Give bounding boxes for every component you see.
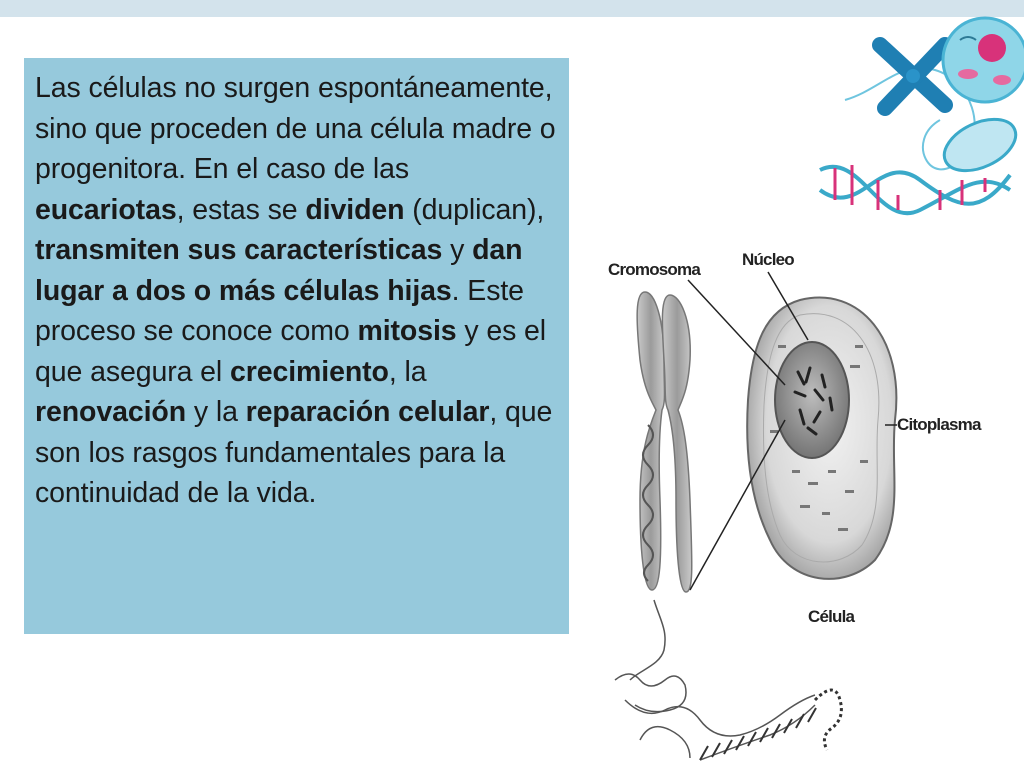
chromosome-illustration	[629, 291, 693, 681]
bold-segment-crecimiento: crecimiento	[229, 355, 389, 388]
text-segment: Las células no surgen espontáneamente, s…	[35, 72, 556, 185]
text-segment: , la	[388, 355, 427, 388]
bold-segment-transmiten: transmiten sus características	[35, 234, 443, 266]
chromosome-clipart	[872, 37, 953, 116]
text-box: Las células no surgen espontáneamente, s…	[24, 58, 569, 634]
dna-clipart	[818, 67, 1018, 216]
celula-label: Célula	[808, 607, 856, 626]
bold-segment-renovacion: renovación	[35, 396, 187, 428]
text-segment: , estas se	[176, 193, 306, 226]
text-segment: y es el que asegura el	[35, 315, 547, 388]
text-segment: y la	[186, 396, 246, 428]
text-segment: (duplican),	[404, 193, 545, 226]
bold-segment-reparacion: reparación celular	[245, 396, 490, 428]
bold-segment-dan-lugar: dan lugar a dos o más células hijas	[35, 234, 523, 307]
bold-segment-mitosis: mitosis	[357, 315, 457, 347]
dna-coil	[614, 673, 843, 761]
cromosoma-label: Cromosoma	[608, 260, 701, 279]
text-segment: . Este proceso se conoce como	[35, 274, 524, 348]
cell-clipart	[941, 16, 1024, 104]
bold-segment-dividen: dividen	[305, 193, 405, 226]
top-bar	[0, 0, 1024, 17]
body-paragraph: Las células no surgen espontáneamente, s…	[35, 68, 559, 514]
bold-segment-eucariotas: eucariotas	[35, 193, 177, 226]
nucleo-label: Núcleo	[742, 250, 794, 269]
label-pointer-lines	[687, 271, 897, 591]
citoplasma-label: Citoplasma	[897, 415, 982, 434]
cell-illustration	[746, 296, 898, 580]
text-segment: , que son los rasgos fundamentales para …	[35, 396, 553, 509]
text-segment: y	[442, 234, 473, 266]
